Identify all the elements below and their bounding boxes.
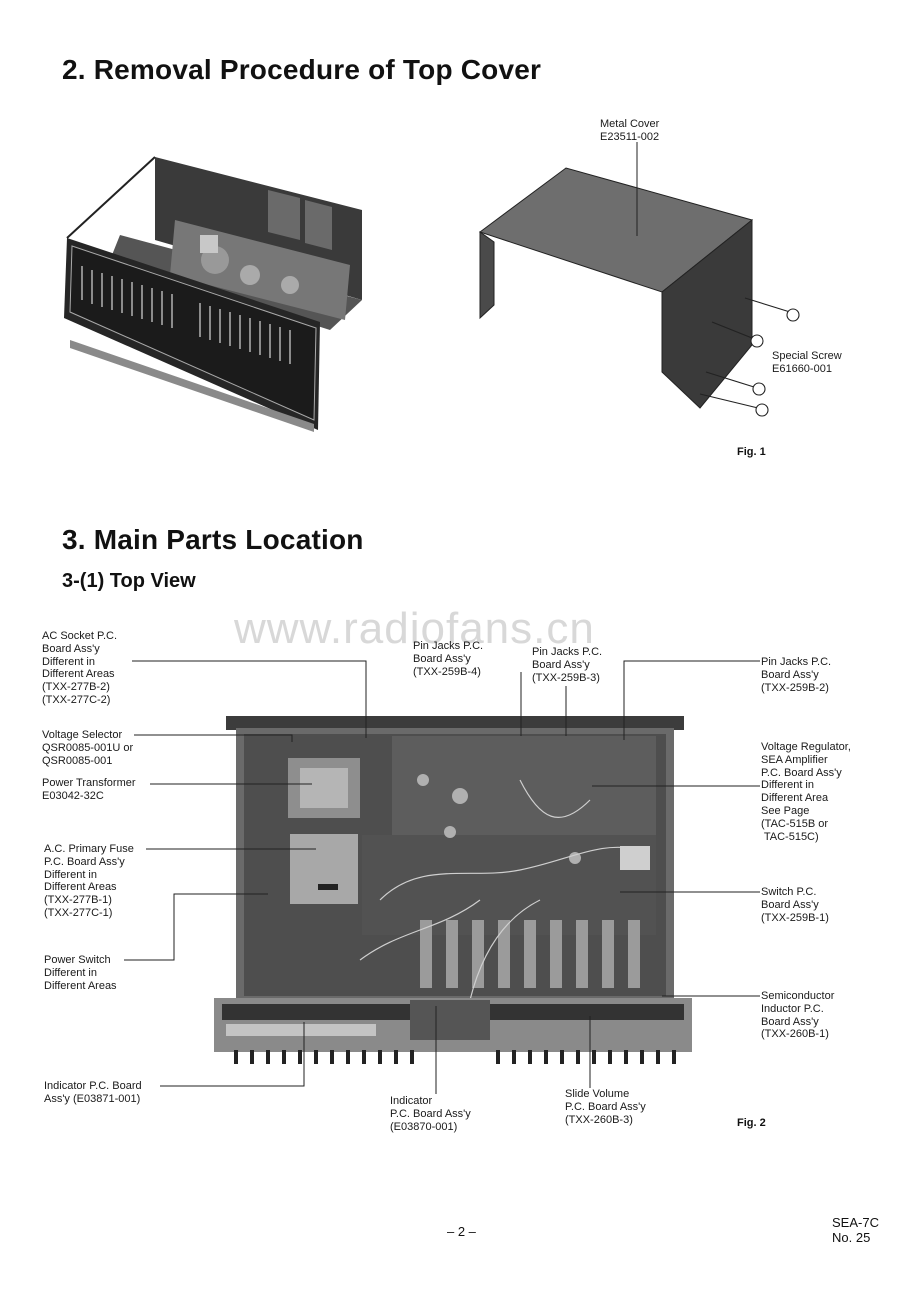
label-ac-socket-board: AC Socket P.C. Board Ass'y Different in … [42,630,117,706]
section-title-removal: 2. Removal Procedure of Top Cover [62,54,542,85]
label-semiconductor-inductor-board: Semiconductor Inductor P.C. Board Ass'y … [761,990,835,1041]
label-voltage-regulator-board: Voltage Regulator, SEA Amplifier P.C. Bo… [761,741,851,843]
label-power-transformer: Power Transformer E03042-32C [42,777,136,802]
model-number: SEA-7C No. 25 [832,1215,879,1245]
label-pin-jacks-3: Pin Jacks P.C. Board Ass'y (TXX-259B-3) [532,646,603,684]
label-pin-jacks-4: Pin Jacks P.C. Board Ass'y (TXX-259B-4) [413,640,484,678]
label-indicator-board-center: Indicator P.C. Board Ass'y (E03870-001) [390,1095,471,1133]
subsection-title-top-view: 3-(1) Top View [62,570,196,592]
page-number: – 2 – [447,1224,476,1239]
label-indicator-board-left: Indicator P.C. Board Ass'y (E03871-001) [44,1080,142,1105]
label-switch-board: Switch P.C. Board Ass'y (TXX-259B-1) [761,886,829,924]
label-metal-cover: Metal Cover E23511-002 [600,118,660,143]
watermark: www.radiofans.cn [234,604,595,653]
label-special-screw: Special Screw E61660-001 [772,350,842,375]
label-voltage-selector: Voltage Selector QSR0085-001U or QSR0085… [42,729,134,767]
fig2-caption: Fig. 2 [737,1117,766,1129]
label-pin-jacks-2: Pin Jacks P.C. Board Ass'y (TXX-259B-2) [761,656,832,694]
label-primary-fuse-board: A.C. Primary Fuse P.C. Board Ass'y Diffe… [44,843,134,919]
label-slide-volume-board: Slide Volume P.C. Board Ass'y (TXX-260B-… [565,1088,646,1126]
label-power-switch: Power Switch Different in Different Area… [44,954,117,992]
fig1-caption: Fig. 1 [737,446,766,458]
section-title-parts-location: 3. Main Parts Location [62,524,364,555]
